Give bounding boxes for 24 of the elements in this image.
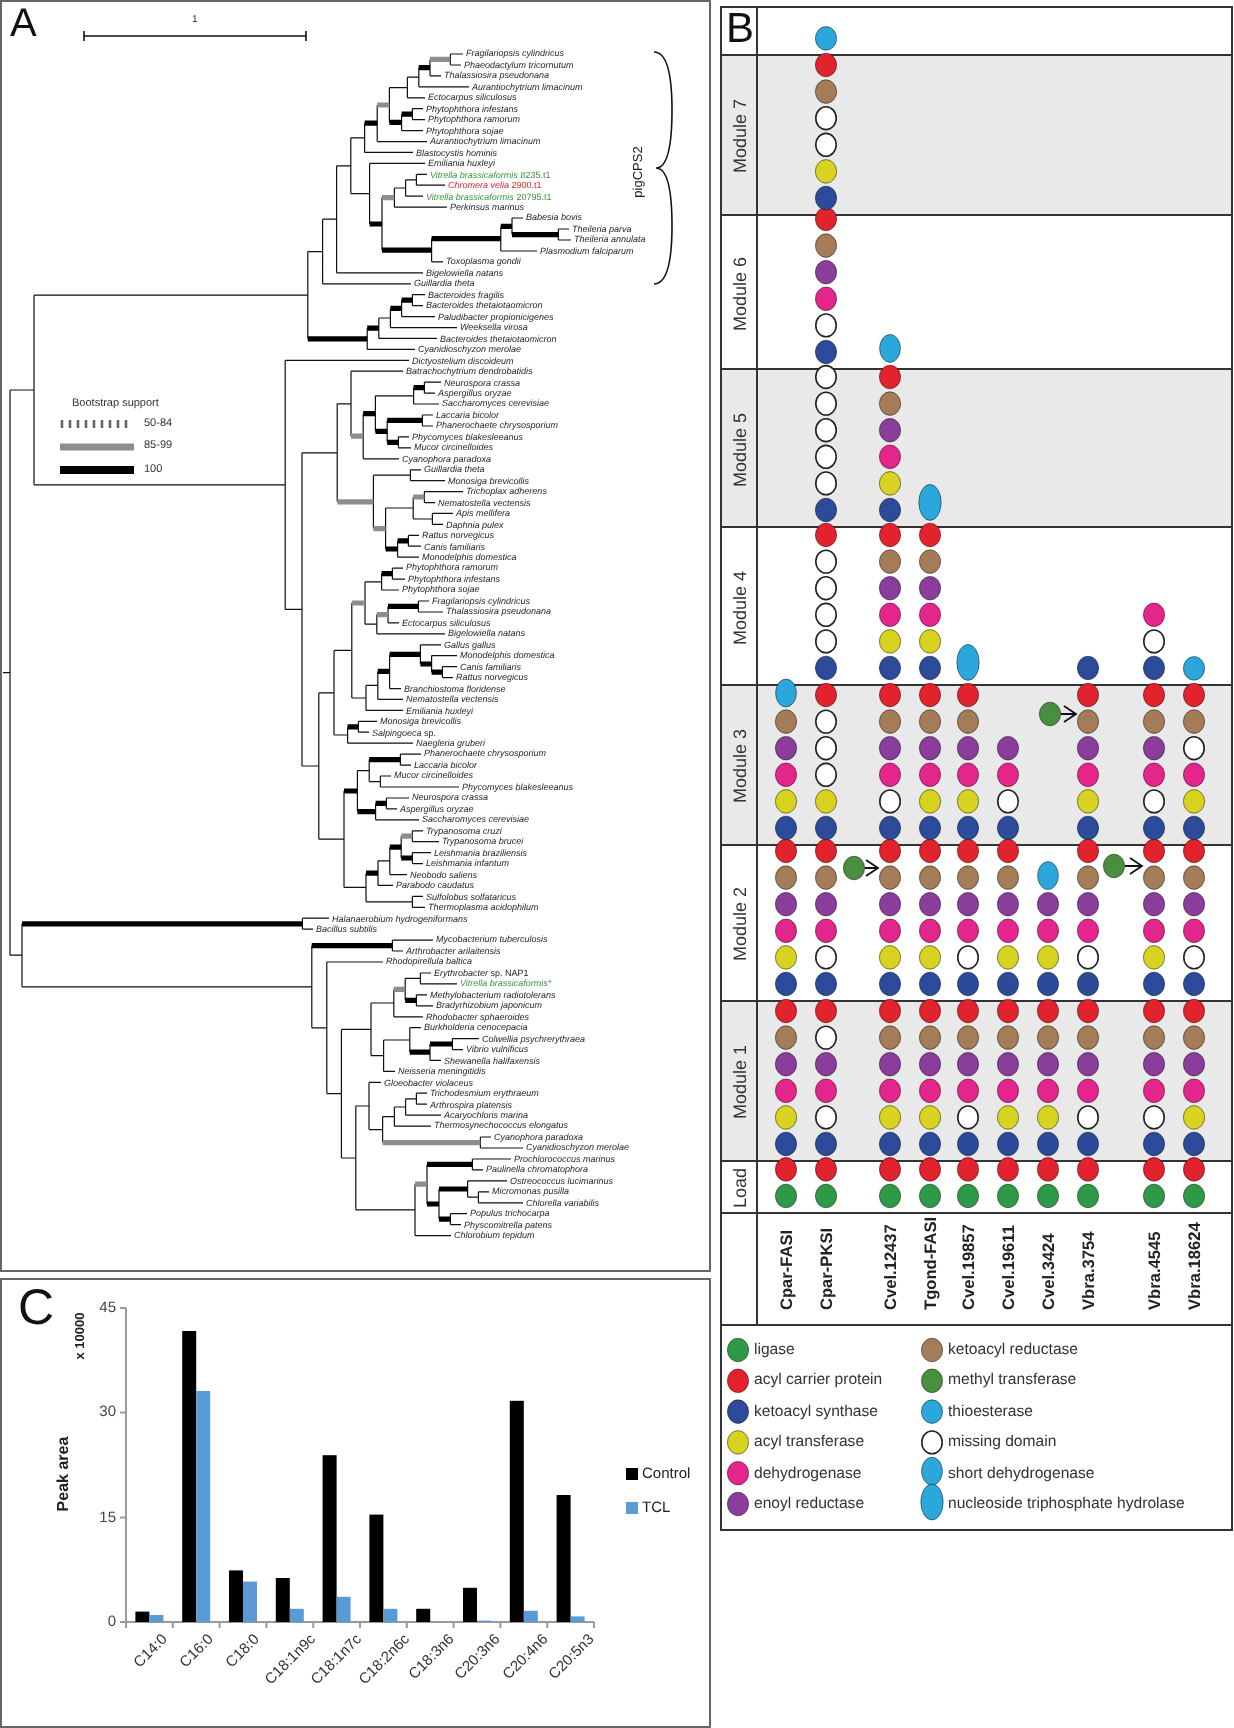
column-label: Vbra.4545 bbox=[1144, 1231, 1164, 1310]
band-label: Module 1 bbox=[729, 1044, 749, 1120]
column-label: Cpar-FASI bbox=[776, 1229, 796, 1310]
column-label: Cvel.3424 bbox=[1038, 1233, 1058, 1310]
band-label: Module 6 bbox=[729, 255, 749, 331]
column-label: Tgond-FASI bbox=[920, 1216, 940, 1310]
band-label: Module 3 bbox=[729, 728, 749, 804]
band-label: Module 7 bbox=[729, 98, 749, 174]
column-label: Cpar-PKSI bbox=[816, 1227, 836, 1310]
module-band bbox=[720, 54, 1232, 214]
panel-letter: B bbox=[726, 6, 755, 54]
column-label: Vbra.18624 bbox=[1184, 1222, 1204, 1310]
column-label: Cvel.19857 bbox=[958, 1224, 978, 1310]
module-band bbox=[720, 368, 1232, 526]
band-label: Load bbox=[729, 1167, 749, 1209]
column-label: Vbra.3754 bbox=[1078, 1231, 1098, 1310]
axis-title: Peak area bbox=[54, 1436, 74, 1512]
panel-letter: A bbox=[10, 2, 37, 46]
column-label: Cvel.12437 bbox=[880, 1224, 900, 1310]
panel-letter: C bbox=[18, 1280, 55, 1336]
column-label: Cvel.19611 bbox=[998, 1225, 1018, 1310]
band-label: Module 4 bbox=[729, 569, 749, 645]
band-label: Module 2 bbox=[729, 886, 749, 962]
band-label: Module 5 bbox=[729, 411, 749, 487]
